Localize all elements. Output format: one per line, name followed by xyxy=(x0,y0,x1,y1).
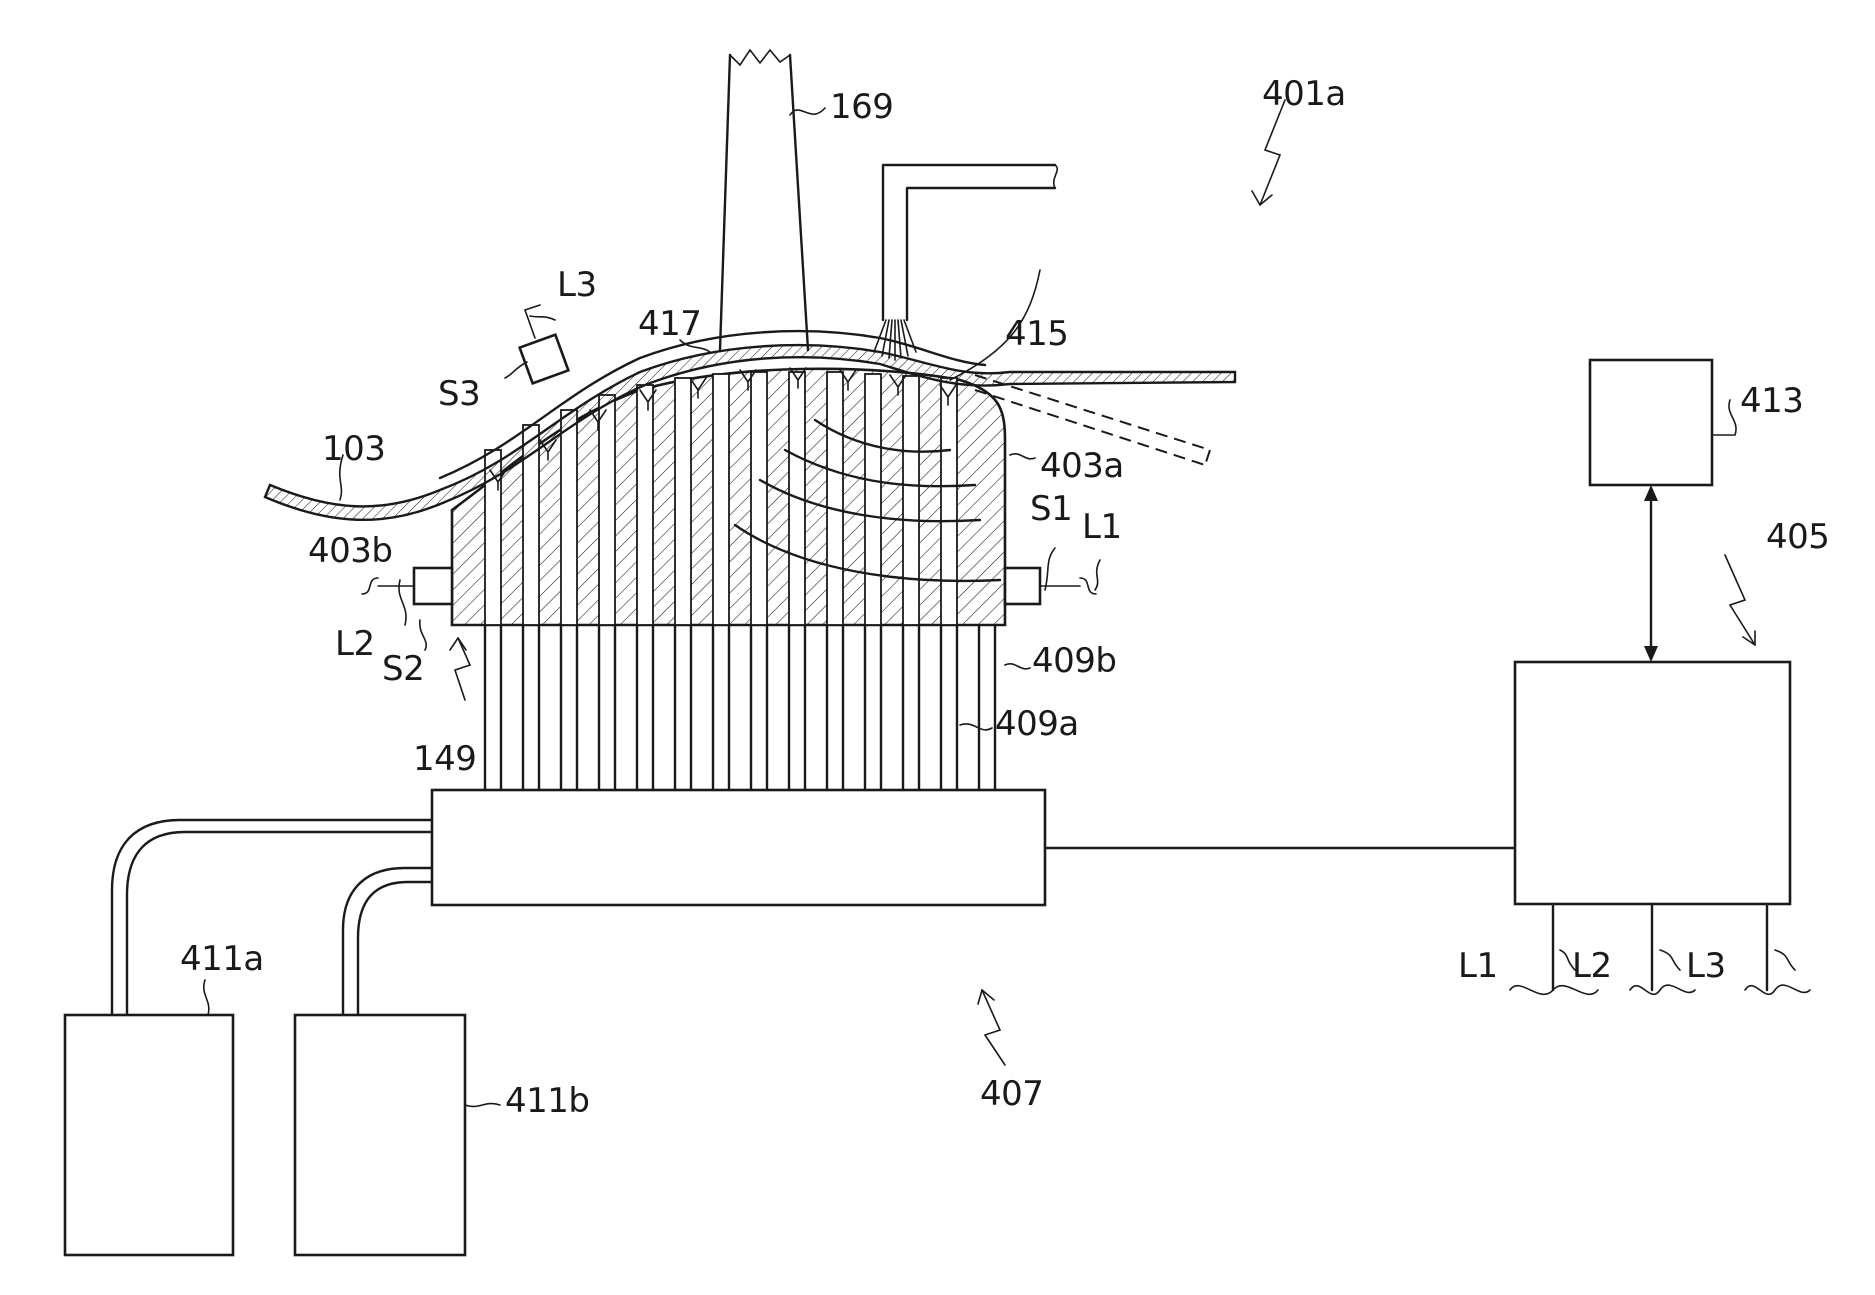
label-417: 417 xyxy=(638,304,701,344)
label-407: 407 xyxy=(980,1074,1043,1114)
pipes-409 xyxy=(485,625,995,790)
bidirectional-arrow xyxy=(1644,485,1658,662)
label-405: 405 xyxy=(1766,517,1829,557)
label-411a: 411a xyxy=(180,939,264,979)
label-413: 413 xyxy=(1740,381,1803,421)
label-169: 169 xyxy=(830,87,893,127)
label-403a: 403a xyxy=(1040,446,1124,486)
label-403b: 403b xyxy=(308,531,392,571)
label-149: 149 xyxy=(413,739,476,779)
label-415: 415 xyxy=(1005,314,1068,354)
label-s3: S3 xyxy=(438,374,480,414)
sensor-s1-wave xyxy=(1080,578,1096,594)
label-s1: S1 xyxy=(1030,489,1072,529)
label-103: 103 xyxy=(322,429,385,469)
sensor-s2-wave xyxy=(362,578,378,594)
label-l1-top: L1 xyxy=(1082,507,1122,547)
label-401a: 401a xyxy=(1262,74,1346,114)
manifold-407 xyxy=(432,790,1045,905)
label-l2-left: L2 xyxy=(335,624,375,664)
controller-405 xyxy=(1515,662,1790,904)
sensor-s2 xyxy=(414,568,452,604)
sensor-s1 xyxy=(1005,568,1040,604)
label-l2-out: L2 xyxy=(1572,946,1612,986)
tube-169 xyxy=(720,50,808,350)
label-409b: 409b xyxy=(1032,641,1116,681)
label-409a: 409a xyxy=(995,704,1079,744)
interface-413 xyxy=(1590,360,1712,485)
label-411b: 411b xyxy=(505,1081,589,1121)
label-s2: S2 xyxy=(382,649,424,689)
output-lines xyxy=(1510,904,1810,994)
supply-411b xyxy=(295,1015,465,1255)
heater-block xyxy=(452,369,1005,625)
supply-411a xyxy=(65,1015,233,1255)
label-l3-out: L3 xyxy=(1686,946,1726,986)
label-l1-out: L1 xyxy=(1458,946,1498,986)
supply-lines xyxy=(112,820,432,1015)
label-l3-top: L3 xyxy=(557,265,597,305)
